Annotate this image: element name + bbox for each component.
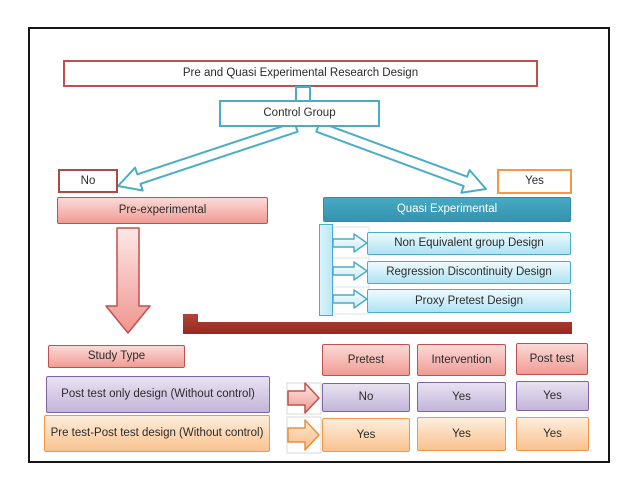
table-cell: Yes	[516, 417, 589, 451]
pre-experimental-box: Pre-experimental	[57, 197, 268, 224]
quasi-arrow-icon	[332, 289, 368, 309]
row-arrow-pretest-icon	[287, 419, 320, 451]
divider-bar	[183, 314, 572, 334]
quasi-experimental-box: Quasi Experimental	[323, 197, 571, 222]
yes-box: Yes	[497, 169, 572, 194]
table-cell: No	[322, 383, 410, 412]
table-cell: Yes	[516, 381, 589, 411]
design-posttest-only-box: Post test only design (Without control)	[46, 376, 270, 413]
control-group-box: Control Group	[219, 100, 380, 127]
quasi-type-box: Regression Discontinuity Design	[367, 261, 571, 284]
quasi-arrow-icon	[332, 233, 368, 253]
down-arrow-icon	[105, 227, 151, 334]
quasi-type-box: Non Equivalent group Design	[367, 232, 571, 255]
table-cell: Yes	[417, 382, 506, 412]
branch-arrow-yes-icon	[315, 121, 487, 194]
page-title: Pre and Quasi Experimental Research Desi…	[63, 60, 538, 87]
column-header-posttest: Post test	[516, 343, 588, 375]
table-cell: Yes	[322, 418, 410, 452]
slide-border	[28, 27, 610, 463]
study-type-header: Study Type	[48, 345, 185, 368]
column-header-intervention: Intervention	[417, 344, 506, 376]
no-box: No	[58, 169, 118, 193]
design-pretest-posttest-box: Pre test-Post test design (Without contr…	[44, 415, 270, 452]
quasi-branch-bar	[319, 224, 333, 316]
table-cell: Yes	[417, 417, 506, 451]
branch-arrow-no-icon	[117, 121, 299, 192]
row-arrow-posttest-icon	[287, 382, 320, 414]
quasi-arrow-icon	[332, 261, 368, 281]
column-header-pretest: Pretest	[322, 344, 410, 376]
quasi-type-box: Proxy Pretest Design	[367, 289, 571, 313]
